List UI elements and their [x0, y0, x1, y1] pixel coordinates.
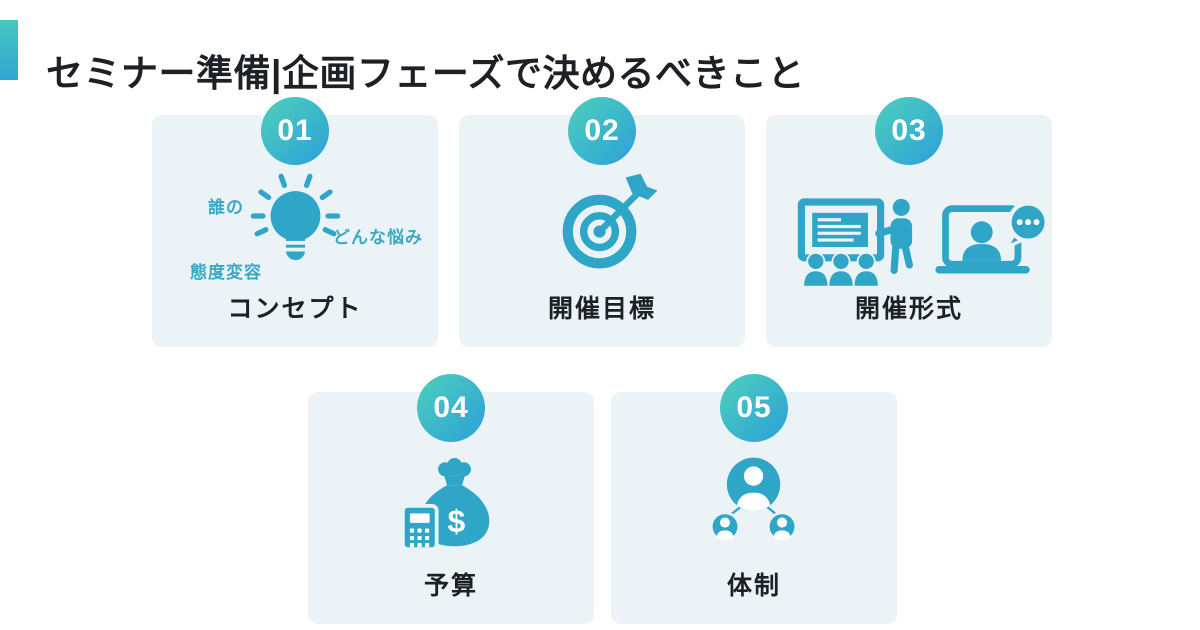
step-number-badge: 02: [568, 97, 636, 165]
annotation-who: 誰の: [208, 198, 244, 217]
card-label: 開催形式: [854, 295, 963, 323]
step-number-badge: 01: [261, 97, 329, 165]
step-number-badge: 05: [720, 374, 788, 442]
annotation-what-worry: どんな悩み: [333, 228, 423, 247]
card-label: 開催目標: [547, 295, 656, 323]
offline-seminar-icon: [797, 198, 913, 288]
budget-money-bag-icon: $: [401, 458, 490, 551]
svg-text:$: $: [448, 503, 466, 539]
card-label: コンセプト: [227, 295, 363, 323]
target-goal-icon: [562, 173, 658, 269]
step-number-badge: 03: [875, 97, 943, 165]
card-team: 05 体制: [611, 374, 897, 624]
online-webinar-icon: [935, 201, 1049, 274]
step-number-badge: 04: [417, 374, 485, 442]
page-title: セミナー準備|企画フェーズで決めるべきこと: [46, 52, 806, 94]
card-budget: 04 $ 予算: [308, 374, 594, 624]
idea-lightbulb-icon: [250, 173, 341, 261]
annotation-attitude-change: 態度変容: [190, 263, 262, 282]
team-structure-icon: [709, 457, 798, 542]
card-label: 予算: [423, 572, 478, 600]
card-format: 03: [766, 97, 1052, 347]
card-concept: 01 誰の どんな悩み 態度変容 コンセプト: [152, 97, 438, 347]
card-label: 体制: [726, 572, 781, 600]
card-goal: 02 開催目標: [459, 97, 745, 347]
title-accent-bar: [0, 20, 18, 80]
